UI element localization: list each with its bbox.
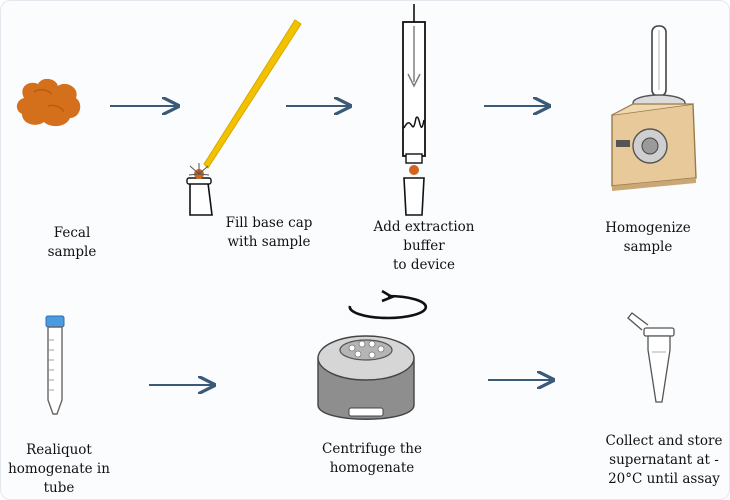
microtube-icon	[627, 312, 675, 403]
label-line: supernatant at -	[609, 452, 719, 468]
label-line: tube	[43, 480, 75, 496]
centrifuge-icon	[317, 289, 428, 420]
label-homogenize-sample: Homogenize sample	[605, 219, 691, 257]
label-collect-store: Collect and store supernatant at - 20°C …	[606, 432, 723, 489]
label-add-extraction-buffer: Add extraction buffer to device	[374, 218, 475, 275]
label-line: sample	[47, 244, 97, 260]
label-line: Fecal	[53, 225, 91, 241]
label-line: buffer	[403, 238, 445, 254]
label-line: Centrifuge the	[322, 441, 422, 457]
label-line: homogenate in	[8, 461, 110, 477]
fill-stick-icon	[186, 19, 302, 216]
extraction-device-icon	[402, 4, 426, 216]
label-line: 20°C until assay	[608, 471, 720, 487]
conical-tube-icon	[45, 315, 65, 415]
label-fecal-sample: Fecal sample	[48, 224, 97, 262]
label-line: Collect and store	[605, 433, 723, 449]
label-fill-base-cap: Fill base cap with sample	[226, 214, 313, 252]
label-realiquot: Realiquot homogenate in tube	[8, 441, 110, 498]
label-centrifuge: Centrifuge the homogenate	[322, 440, 422, 478]
label-line: Realiquot	[26, 442, 92, 458]
label-line: homogenate	[329, 460, 415, 476]
label-line: Homogenize	[605, 220, 691, 236]
homogenizer-icon	[611, 25, 697, 191]
fecal-blob-icon	[16, 78, 81, 127]
label-line: to device	[393, 257, 455, 273]
label-line: sample	[623, 239, 673, 255]
label-line: with sample	[227, 234, 311, 250]
label-line: Add extraction	[373, 219, 475, 235]
label-line: Fill base cap	[225, 215, 313, 231]
